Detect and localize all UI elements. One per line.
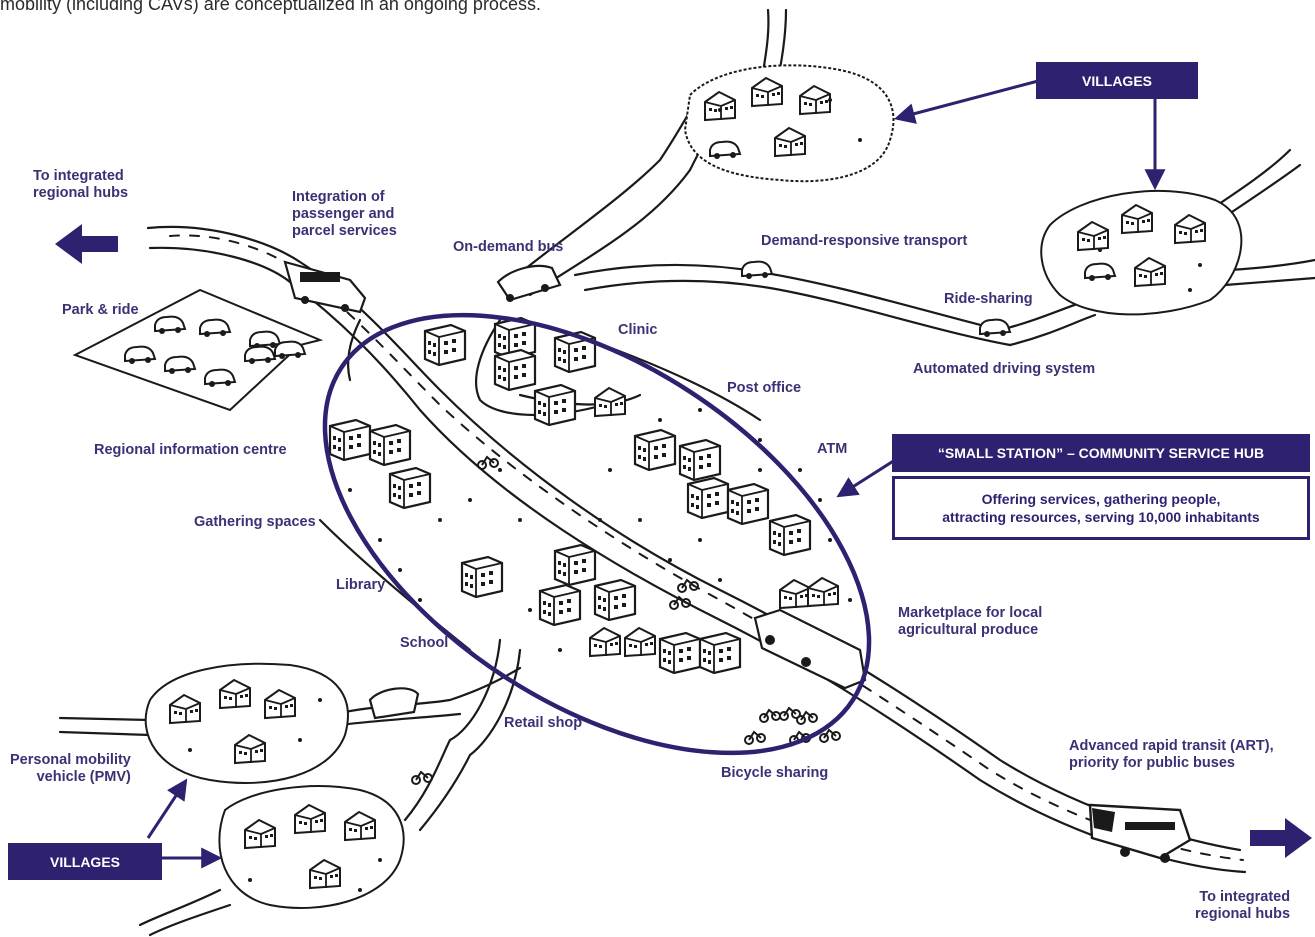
label-advanced-rapid-transit: Advanced rapid transit (ART), priority f… [1069, 738, 1274, 771]
label-bicycle-sharing: Bicycle sharing [721, 765, 829, 781]
villages-box-top: VILLAGES [1036, 62, 1198, 99]
pointer-arrows [146, 78, 1166, 869]
label-post-office: Post office [727, 380, 802, 396]
market-truck [753, 608, 867, 690]
label-clinic: Clinic [618, 322, 658, 338]
direction-arrows [55, 224, 1312, 858]
vehicles [283, 260, 1192, 863]
label-library: Library [336, 577, 386, 593]
label-demand-responsive-transport: Demand-responsive transport [761, 233, 968, 249]
label-gathering-spaces: Gathering spaces [194, 514, 316, 530]
label-regional-information-centre: Regional information centre [94, 442, 287, 458]
label-ride-sharing: Ride-sharing [944, 291, 1033, 307]
label-atm: ATM [817, 441, 848, 457]
community-hub-description-box: Offering services, gathering people, att… [892, 476, 1310, 540]
pmv-pod [368, 687, 420, 720]
ground-dots [188, 98, 1202, 892]
park-and-ride-lot [72, 288, 324, 412]
label-retail-shop: Retail shop [504, 715, 583, 731]
on-demand-bus-vehicle [496, 264, 562, 302]
label-personal-mobility-vehicle: Personal mobility vehicle (PMV) [10, 752, 131, 785]
label-marketplace: Marketplace for local agricultural produ… [898, 605, 1043, 638]
label-park-and-ride: Park & ride [62, 302, 139, 318]
label-automated-driving-system: Automated driving system [913, 361, 1096, 377]
community-hub-title-box: “SMALL STATION” – COMMUNITY SERVICE HUB [892, 434, 1310, 472]
villages-box-bottom: VILLAGES [8, 843, 162, 880]
art-bus [1088, 803, 1192, 863]
parcel-truck [283, 260, 367, 314]
label-to-hubs-top: To integrated regional hubs [33, 168, 129, 201]
label-on-demand-bus: On-demand bus [453, 239, 564, 255]
label-school: School [400, 635, 449, 651]
label-integration-services: Integration of passenger and parcel serv… [292, 189, 397, 239]
community-hub-ellipse [322, 312, 872, 756]
label-to-hubs-bottom: To integrated regional hubs [1195, 889, 1291, 922]
caption-text: mobility (including CAVs) are conceptual… [0, 0, 541, 14]
